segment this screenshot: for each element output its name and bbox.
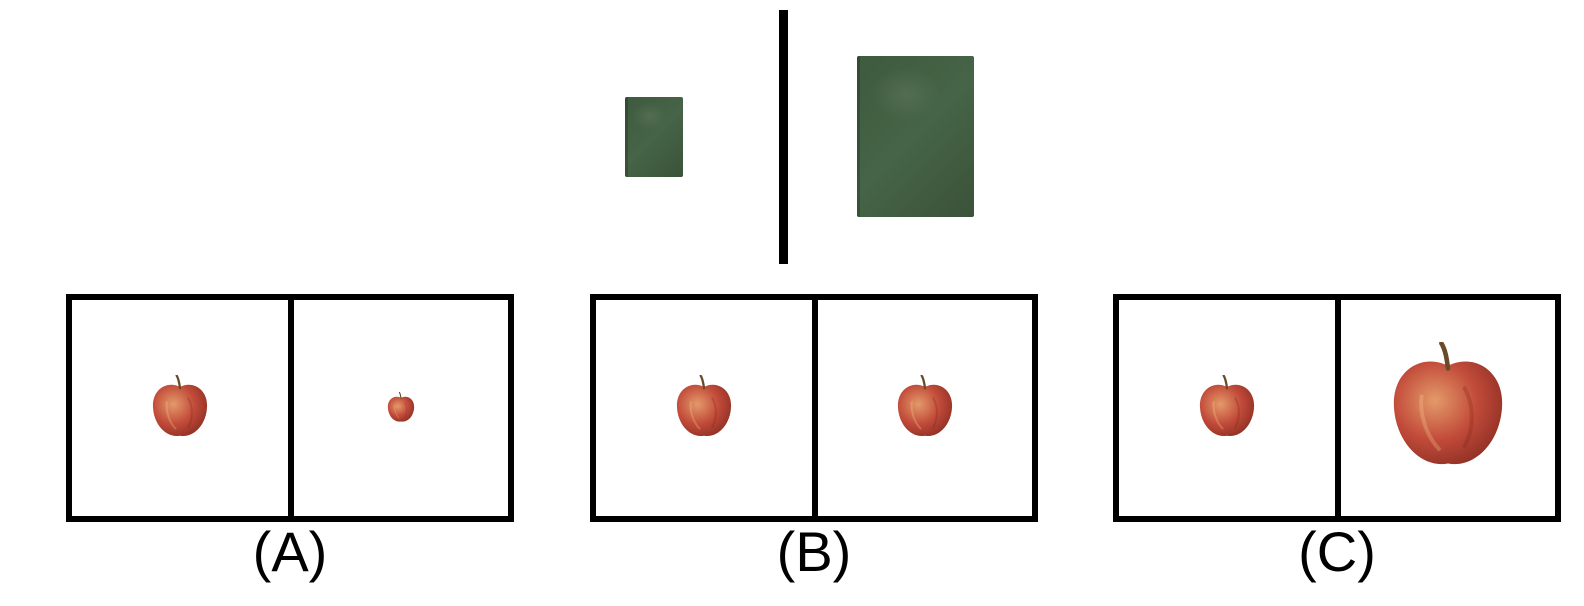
option-c-left-panel: [1119, 300, 1335, 516]
option-b-left-panel: [596, 300, 812, 516]
option-b-frame[interactable]: [590, 294, 1038, 522]
option-c-divider: [1335, 300, 1341, 516]
apple-icon: [147, 375, 213, 441]
option-b-label: (B): [776, 520, 852, 583]
apple-icon: [1194, 375, 1260, 441]
option-b-right-panel: [818, 300, 1032, 516]
apple-icon: [671, 375, 737, 441]
small-book-icon: [625, 97, 683, 177]
apple-icon: [1382, 342, 1514, 474]
option-c-frame[interactable]: [1113, 294, 1561, 522]
option-b-divider: [812, 300, 818, 516]
option-a-divider: [288, 300, 294, 516]
example-divider: [779, 10, 788, 264]
apple-icon: [892, 375, 958, 441]
option-a-right-panel: [294, 300, 508, 516]
option-a-left-panel: [72, 300, 288, 516]
option-c-right-panel: [1341, 300, 1555, 516]
large-book-icon: [857, 56, 974, 217]
option-a-label: (A): [252, 520, 328, 583]
option-c-label: (C): [1298, 520, 1376, 583]
option-a-frame[interactable]: [66, 294, 514, 522]
example-pair: [0, 0, 1584, 270]
apple-icon: [385, 392, 417, 424]
